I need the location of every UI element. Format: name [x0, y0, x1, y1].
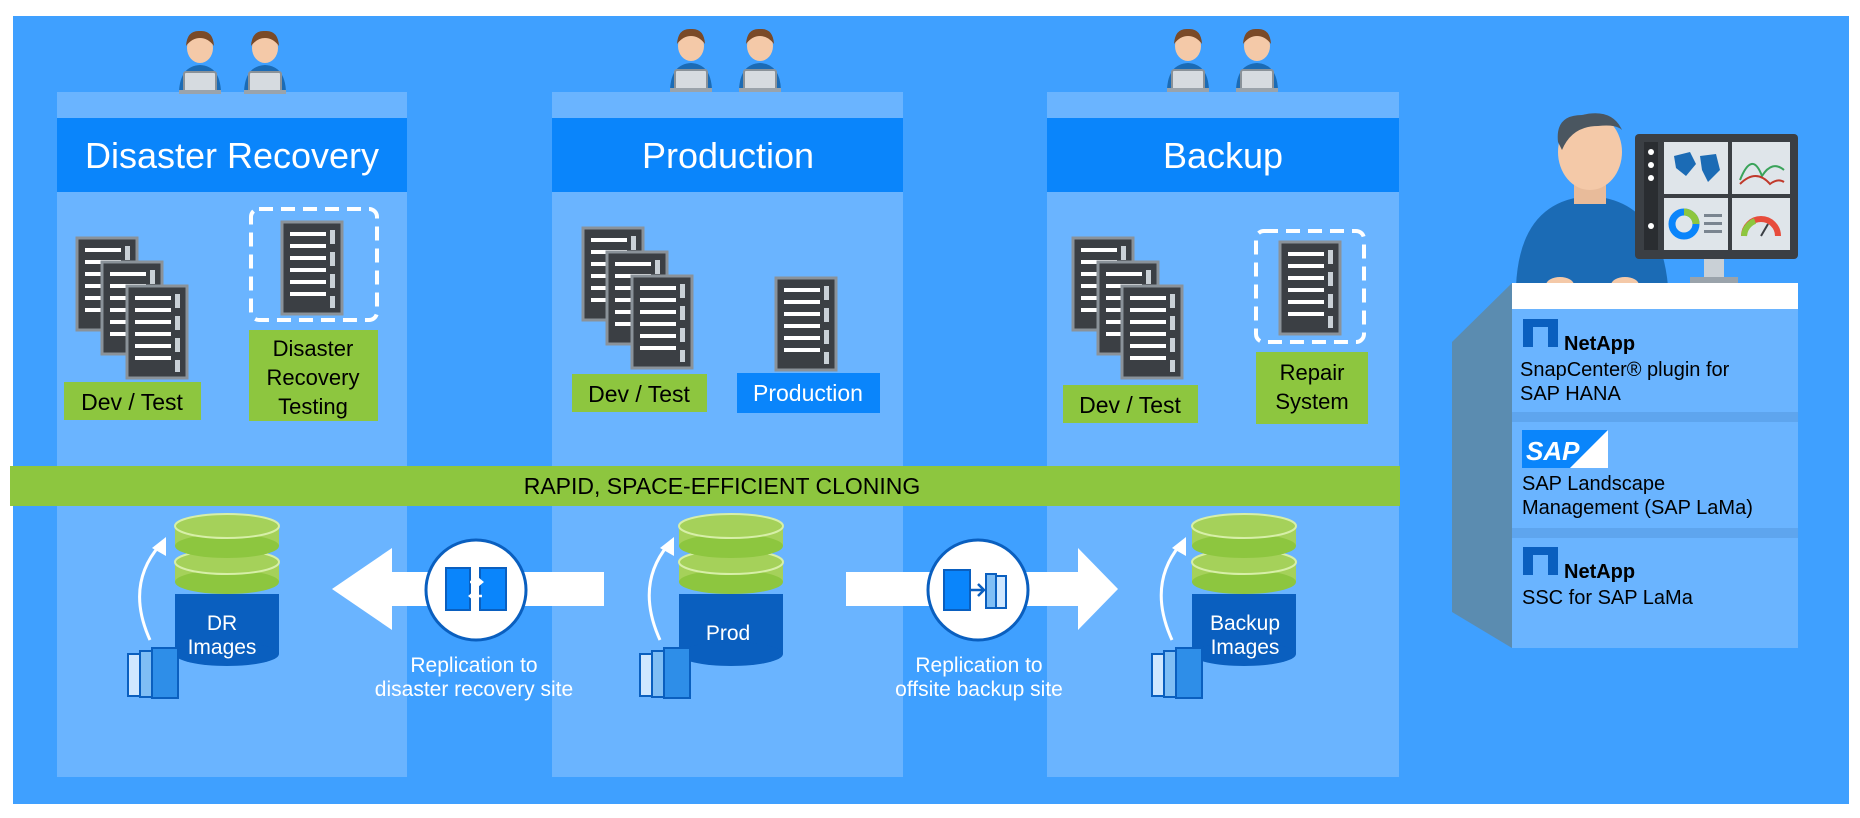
netapp-logo-icon: [1523, 319, 1558, 347]
sap-logo-icon: SAP: [1522, 430, 1608, 468]
label-box: [249, 330, 378, 421]
server-label: Dev / Test: [81, 389, 183, 415]
cloning-banner-label: RAPID, SPACE-EFFICIENT CLONING: [524, 473, 921, 499]
clone-arrow: [647, 544, 670, 641]
netapp-logo-icon: [1523, 547, 1558, 575]
admin-user-icon: [1516, 113, 1668, 293]
clone-arrow: [138, 544, 162, 641]
site-disaster-recovery: Disaster Recovery: [57, 92, 407, 777]
tool-brand: NetApp: [1564, 333, 1635, 355]
storage-label: Prod: [706, 622, 750, 645]
site-header: [1047, 118, 1399, 192]
panel-side: [1452, 283, 1512, 648]
backup-storage-icon: [1191, 513, 1297, 666]
replication-backup-icon: [943, 569, 1007, 611]
server-icon: [280, 220, 344, 316]
server-label: Dev / Test: [588, 381, 690, 407]
cloning-banner: [10, 466, 1400, 506]
site-header: [57, 118, 407, 192]
server-icon: [774, 276, 838, 372]
highlight-frame: [1254, 229, 1366, 344]
dr-storage-icon: [174, 513, 280, 666]
server-icon: [1278, 240, 1342, 336]
site-title: Production: [642, 135, 814, 176]
prod-storage-icon: [678, 513, 784, 666]
label-box: [572, 374, 707, 412]
server-label: Dev / Test: [1079, 392, 1181, 418]
label-box: [737, 373, 880, 413]
label-box: [1256, 352, 1368, 424]
document-stack-icon: [639, 647, 691, 699]
highlight-frame: [249, 207, 379, 322]
site-production: Production: [552, 92, 903, 777]
site-header: [552, 118, 903, 192]
desk-top: [1512, 283, 1798, 309]
site-title: Disaster Recovery: [85, 135, 379, 176]
svg-text:SAP: SAP: [1526, 436, 1580, 466]
document-stack-icon: [1151, 647, 1203, 699]
replication-icon: [424, 538, 528, 642]
monitor-dashboard-icon: [1635, 134, 1798, 283]
document-stack-icon: [127, 647, 179, 699]
label-box: [1063, 385, 1198, 423]
server-label: Production: [753, 380, 863, 406]
tool-name: SSC for SAP LaMa: [1522, 587, 1694, 609]
site-backup: Backup: [1047, 92, 1399, 777]
clone-arrow: [1159, 544, 1182, 641]
replication-dr-icon: [445, 567, 507, 611]
site-title: Backup: [1163, 135, 1283, 176]
label-box: [64, 382, 201, 420]
tool-brand: NetApp: [1564, 561, 1635, 583]
